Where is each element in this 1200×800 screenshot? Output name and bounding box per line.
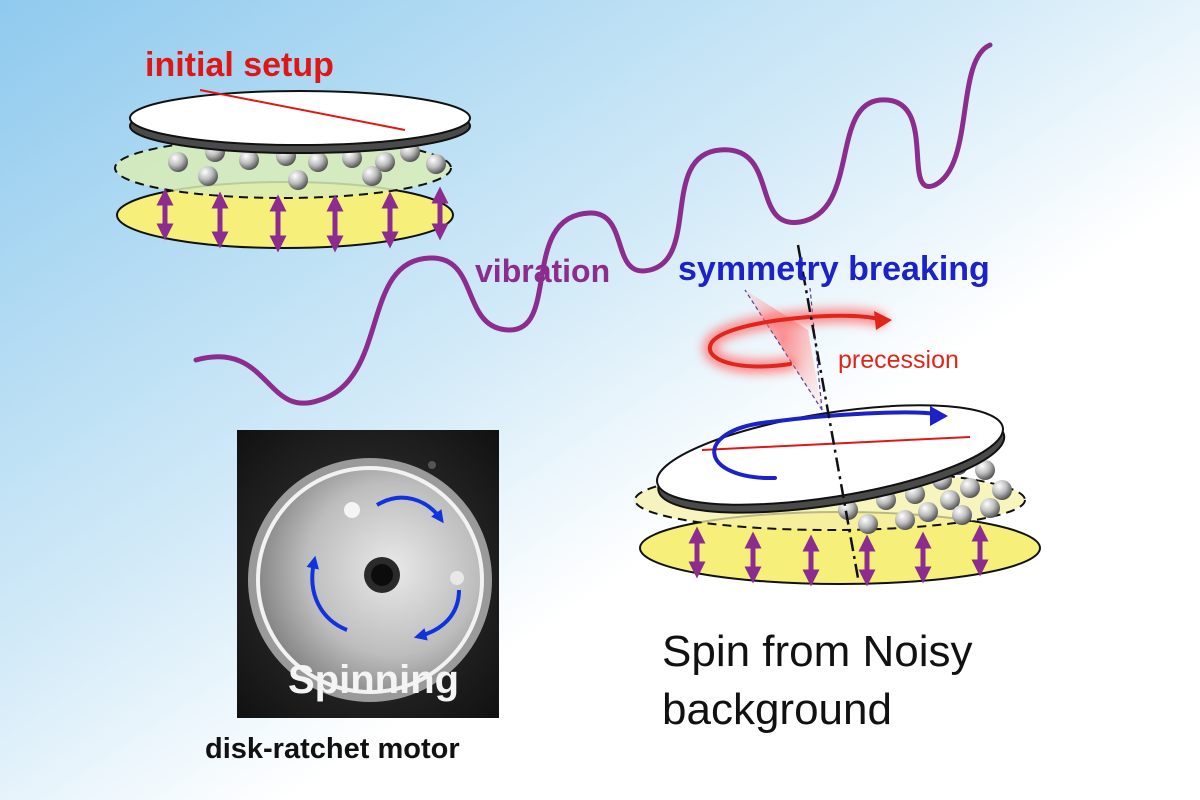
ball — [239, 150, 259, 170]
ball — [308, 152, 328, 172]
ball — [426, 154, 446, 174]
ball — [940, 490, 960, 510]
ball — [952, 505, 972, 525]
disk-reference-line — [199, 89, 406, 131]
cone-edge — [744, 289, 823, 411]
ball — [288, 170, 308, 190]
ball — [375, 152, 395, 172]
symmetry-breaking-diagram — [634, 244, 1041, 587]
initial-setup-label: initial setup — [145, 46, 334, 84]
symmetry-breaking-label: symmetry breaking — [678, 250, 990, 288]
motor-photo — [237, 430, 499, 718]
ball — [975, 460, 995, 480]
vibration-arrows — [688, 524, 989, 587]
disk-rim — [256, 466, 484, 694]
vibration-wave — [193, 42, 993, 406]
ball — [918, 502, 938, 522]
tagline-line-1: Spin from Noisy — [662, 627, 973, 676]
ball — [838, 500, 858, 520]
disk-face — [656, 404, 1004, 506]
surface-mark — [428, 461, 436, 469]
ball — [895, 510, 915, 530]
vibration-label: vibration — [475, 253, 611, 289]
disk-reference-line — [701, 436, 971, 451]
ratchet-ball — [344, 502, 360, 518]
ball — [992, 480, 1012, 500]
center-hole-inner — [371, 564, 393, 586]
tagline-line-2: background — [662, 685, 892, 734]
symmetry-axis — [796, 244, 860, 579]
initial-setup-diagram — [114, 89, 471, 253]
ball — [960, 478, 980, 498]
motor-caption: disk-ratchet motor — [205, 733, 460, 765]
ball — [198, 166, 218, 186]
ball — [362, 166, 382, 186]
precession-label: precession — [838, 346, 959, 374]
rotation-arrow-icon — [413, 589, 461, 641]
motor-photo-graphic — [237, 430, 499, 718]
tilted-disk — [656, 404, 1006, 514]
ball — [858, 514, 878, 534]
vibration-arrows — [156, 186, 449, 253]
disk-face — [129, 90, 471, 146]
rotation-arrowhead-icon — [930, 406, 948, 426]
rotation-arrow-icon — [375, 495, 444, 524]
rotation-arc — [712, 410, 937, 481]
rotation-arrow-icon — [306, 555, 348, 632]
ratchet-ball — [450, 571, 464, 585]
precession-loop — [707, 313, 882, 369]
spinning-label: Spinning — [288, 658, 460, 702]
precession-arrowhead-icon — [874, 311, 892, 330]
ball — [980, 498, 1000, 518]
ball — [168, 152, 188, 172]
